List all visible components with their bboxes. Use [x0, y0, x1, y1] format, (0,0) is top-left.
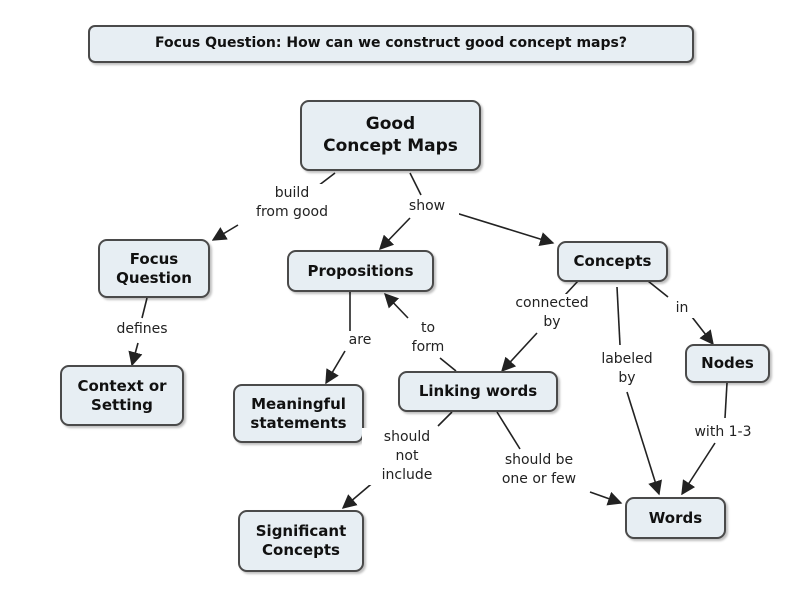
edge-concepts-to-labeled: [616, 286, 621, 346]
edge-connected-to-linking: [501, 332, 538, 373]
node-propositions: Propositions: [287, 250, 434, 292]
node-concepts: Concepts: [557, 241, 668, 282]
edge-focus-to-defines: [141, 297, 148, 319]
edge-in-to-nodes: [691, 316, 714, 346]
link-with-1-3: with 1-3: [676, 423, 770, 442]
edge-concepts-to-in: [647, 280, 669, 298]
focus-question-box: Focus Question: How can we construct goo…: [88, 25, 694, 63]
edge-are-to-meaningful: [325, 350, 346, 385]
link-should-not-include: should not include: [362, 428, 452, 485]
node-significant-concepts: Significant Concepts: [238, 510, 364, 572]
node-context-or-setting: Context or Setting: [60, 365, 184, 426]
link-should-be-one-or-few: should be one or few: [482, 451, 596, 489]
link-build-from-good: build from good: [235, 184, 349, 222]
edge-nodes-to-with: [724, 382, 728, 419]
edge-gcm-to-build-label: [317, 172, 336, 187]
link-show: show: [395, 197, 459, 216]
link-are: are: [338, 331, 382, 350]
node-nodes: Nodes: [685, 344, 770, 383]
edge-linking-to-shouldnot: [437, 411, 453, 427]
edge-with-to-words: [681, 442, 716, 496]
edge-show-to-concepts: [455, 212, 555, 247]
edge-defines-to-context: [128, 342, 143, 367]
edge-toform-to-propositions: [384, 292, 409, 319]
edge-labeled-to-words: [626, 391, 662, 496]
link-to-form: to form: [398, 319, 458, 357]
edge-build-to-focus-question: [211, 224, 239, 241]
link-defines: defines: [100, 320, 184, 339]
node-focus-question: Focus Question: [98, 239, 210, 298]
node-words: Words: [625, 497, 726, 539]
edge-concepts-to-connected: [564, 280, 579, 296]
link-connected-by: connected by: [500, 294, 604, 332]
edge-shouldbe-to-words: [589, 491, 623, 506]
link-labeled-by: labeled by: [585, 350, 669, 388]
link-in: in: [666, 299, 698, 318]
node-meaningful-statements: Meaningful statements: [233, 384, 364, 443]
node-linking-words: Linking words: [398, 371, 558, 412]
edge-gcm-to-show-label: [409, 172, 422, 196]
edge-linking-to-shouldbe: [496, 411, 521, 450]
edge-show-to-propositions: [378, 217, 411, 251]
edge-linking-to-toform: [439, 357, 457, 372]
node-good-concept-maps: Good Concept Maps: [300, 100, 481, 171]
